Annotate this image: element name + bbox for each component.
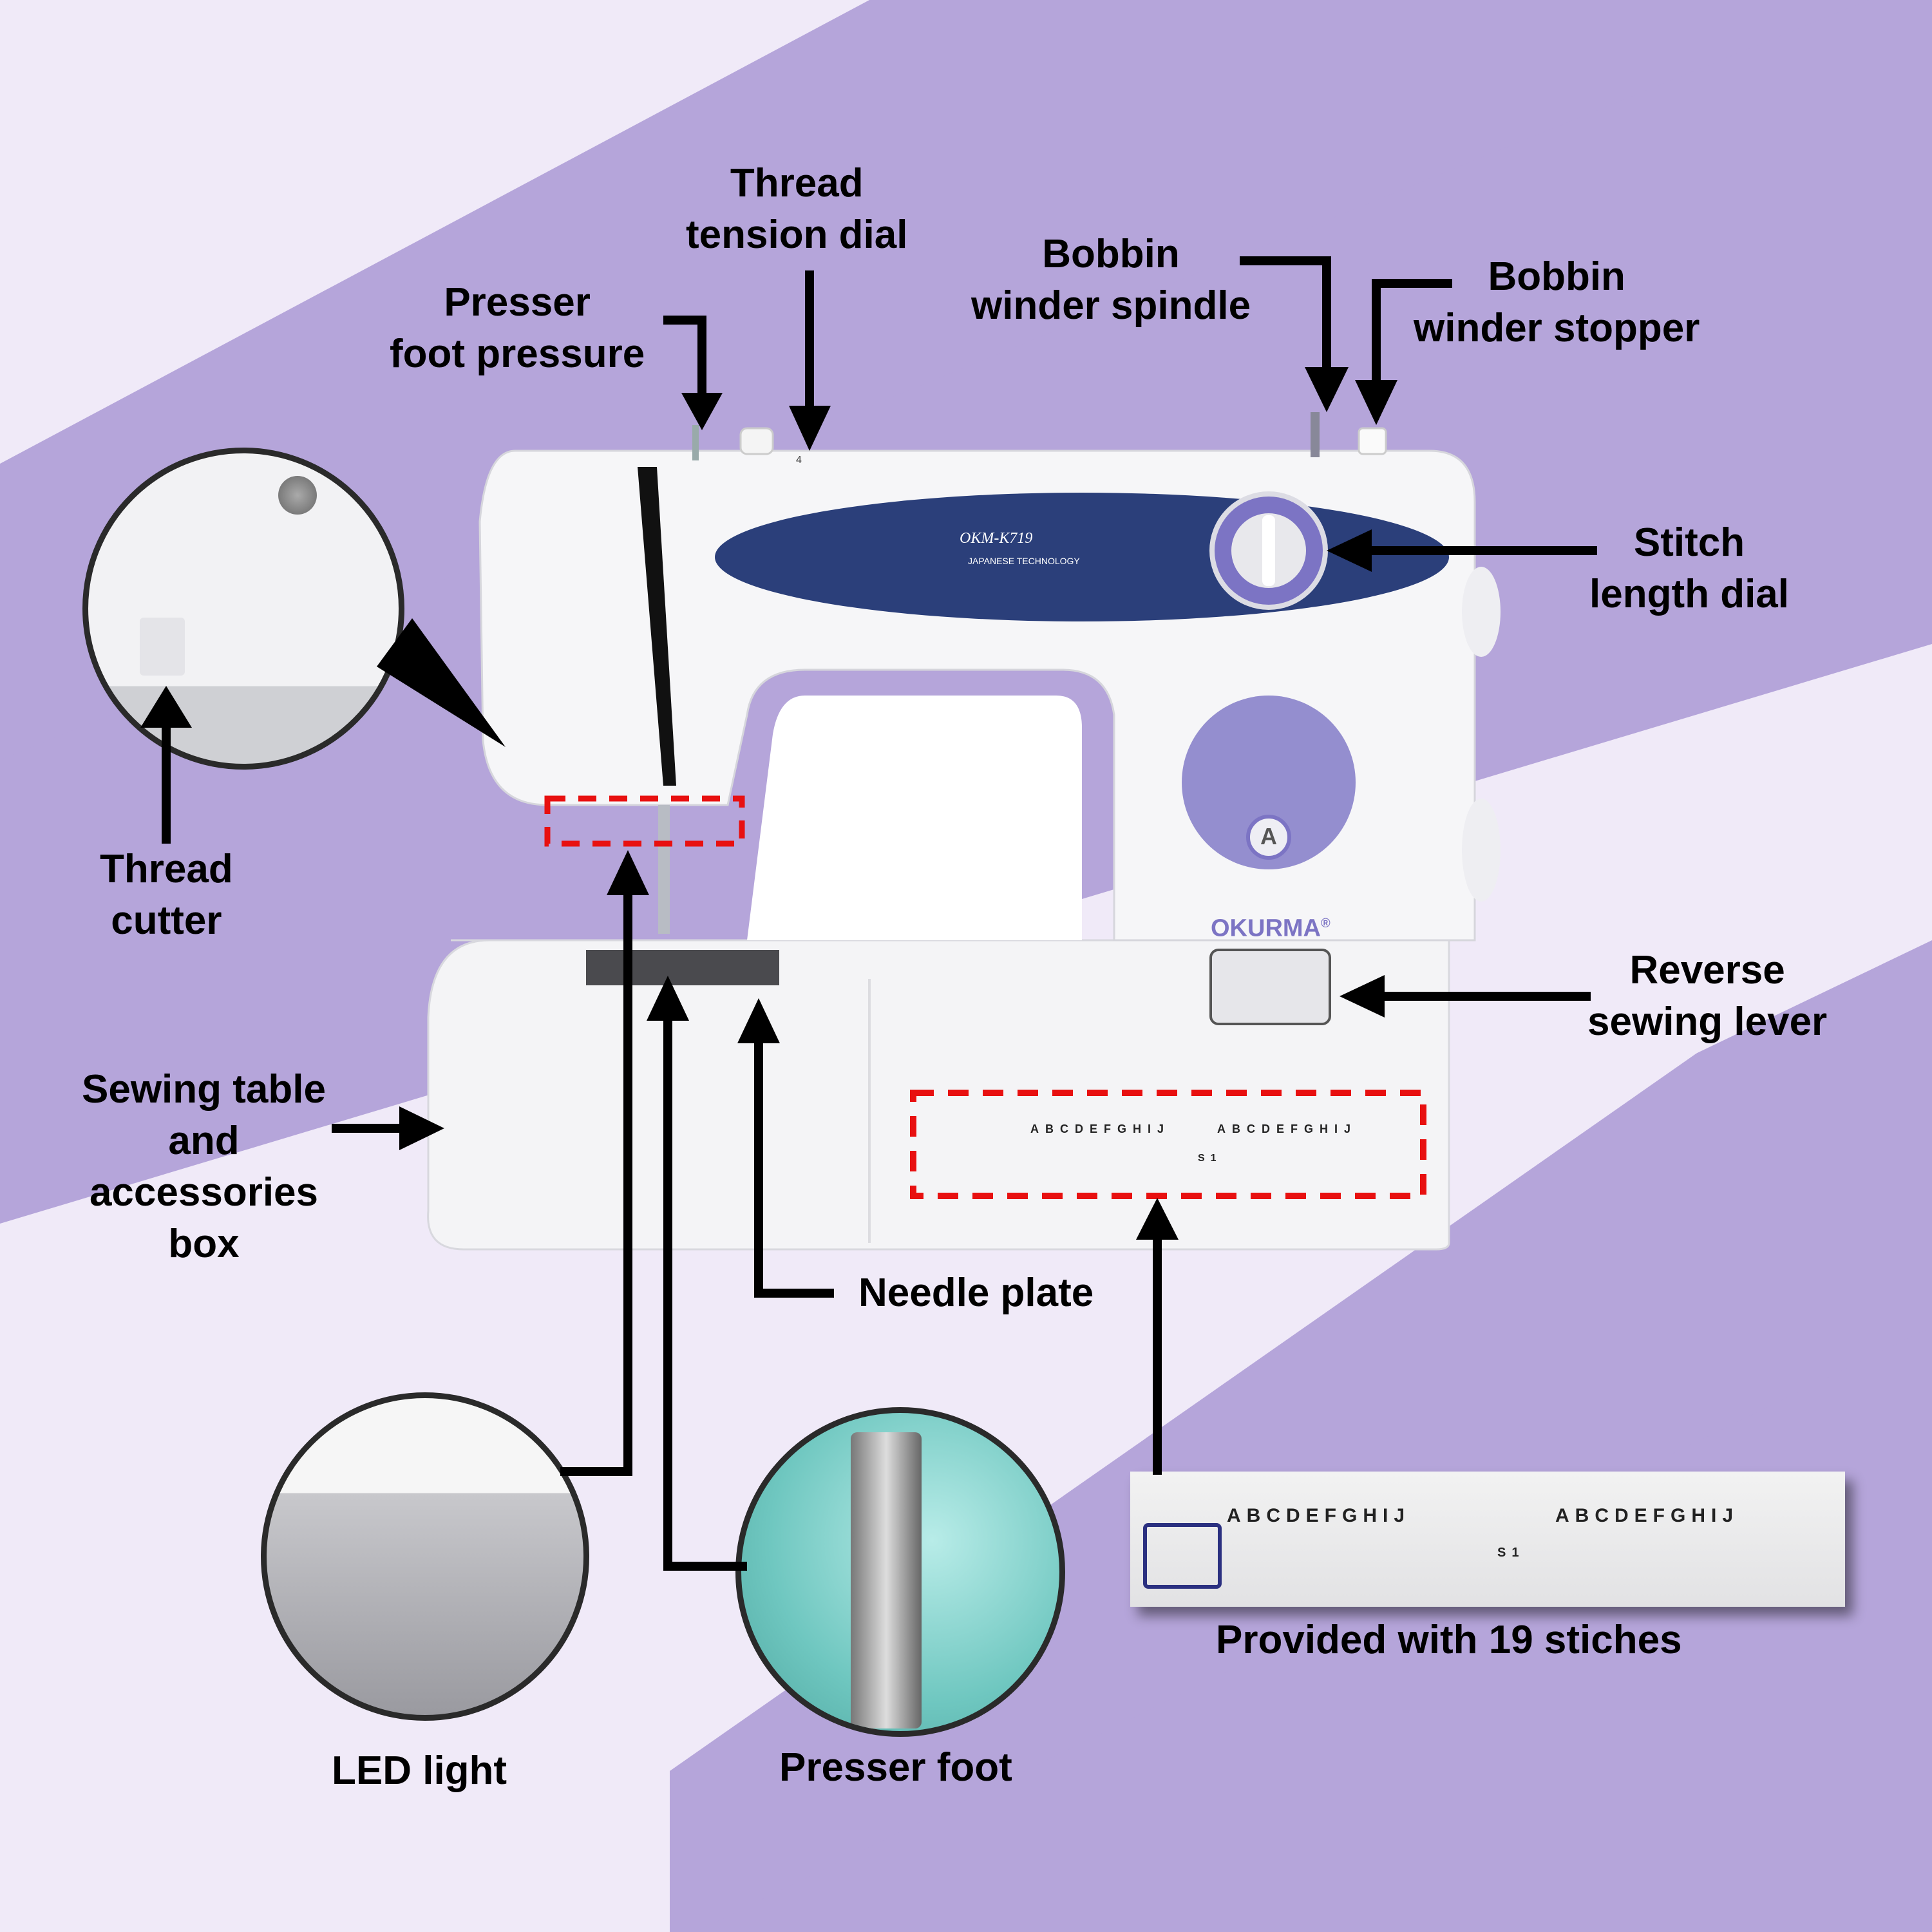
- arrow-presser-foot: [663, 1014, 747, 1571]
- pattern-selector[interactable]: [1246, 815, 1291, 860]
- thread-cutter-closeup: [82, 448, 404, 770]
- arm-opening: [747, 696, 1082, 940]
- arrow-bobbin-spindle: [1240, 256, 1331, 374]
- closeup-letters-row2: ABCDEFGHIJ: [1555, 1505, 1739, 1526]
- arrow-bobbin-stopper: [1372, 279, 1452, 386]
- tagline: JAPANESE TECHNOLOGY: [968, 556, 1080, 566]
- bobbin-winder-spindle[interactable]: [1311, 412, 1320, 457]
- closeup-separator: S1: [1497, 1546, 1525, 1560]
- presser-foot-closeup: [735, 1407, 1065, 1737]
- arrow-needle-plate: [754, 1037, 834, 1298]
- label-presser-foot: Presser foot: [779, 1745, 1012, 1790]
- closeup-letters-row1: ABCDEFGHIJ: [1227, 1505, 1411, 1526]
- model-name: OKM-K719: [960, 530, 1033, 547]
- thread-guide: [638, 467, 676, 786]
- callout-wedge: [377, 618, 506, 747]
- needle-plate[interactable]: [586, 950, 779, 985]
- arrow-led-light: [560, 889, 632, 1476]
- brand-logo: OKURMA®: [1211, 914, 1331, 942]
- stitch-chart-closeup: ABCDEFGHIJ ABCDEFGHIJ S1: [1130, 1472, 1845, 1607]
- needle-bar: [658, 805, 670, 934]
- presser-foot-pressure-pin[interactable]: [692, 425, 699, 460]
- label-led-light: LED light: [332, 1748, 507, 1793]
- tension-dial-value: 4: [796, 455, 802, 466]
- bobbin-winder-stopper[interactable]: [1358, 427, 1387, 455]
- thread-cutter-part: [140, 618, 185, 676]
- label-needle-plate: Needle plate: [858, 1271, 1094, 1315]
- stitch-letters-row1: ABCDEFGHIJ: [1030, 1122, 1171, 1135]
- led-light-closeup: [261, 1392, 589, 1721]
- stitch-chart-highlight-box: [910, 1090, 1426, 1199]
- flower-decoration: [1182, 696, 1356, 869]
- stitch-separator: S1: [1198, 1153, 1222, 1164]
- pattern-selector-letter: A: [1260, 823, 1277, 849]
- stitch-letters-row2: ABCDEFGHIJ: [1217, 1122, 1358, 1135]
- label-stitches-caption: Provided with 19 stiches: [1216, 1618, 1682, 1662]
- buttonhole-icon: [1143, 1523, 1222, 1589]
- tension-dial[interactable]: [739, 427, 774, 455]
- screw-icon: [278, 476, 317, 515]
- reverse-lever[interactable]: [1209, 949, 1331, 1025]
- led-highlight-box: [544, 795, 745, 847]
- arrow-presser-foot-pressure: [663, 316, 706, 399]
- presser-foot-part: [851, 1432, 922, 1728]
